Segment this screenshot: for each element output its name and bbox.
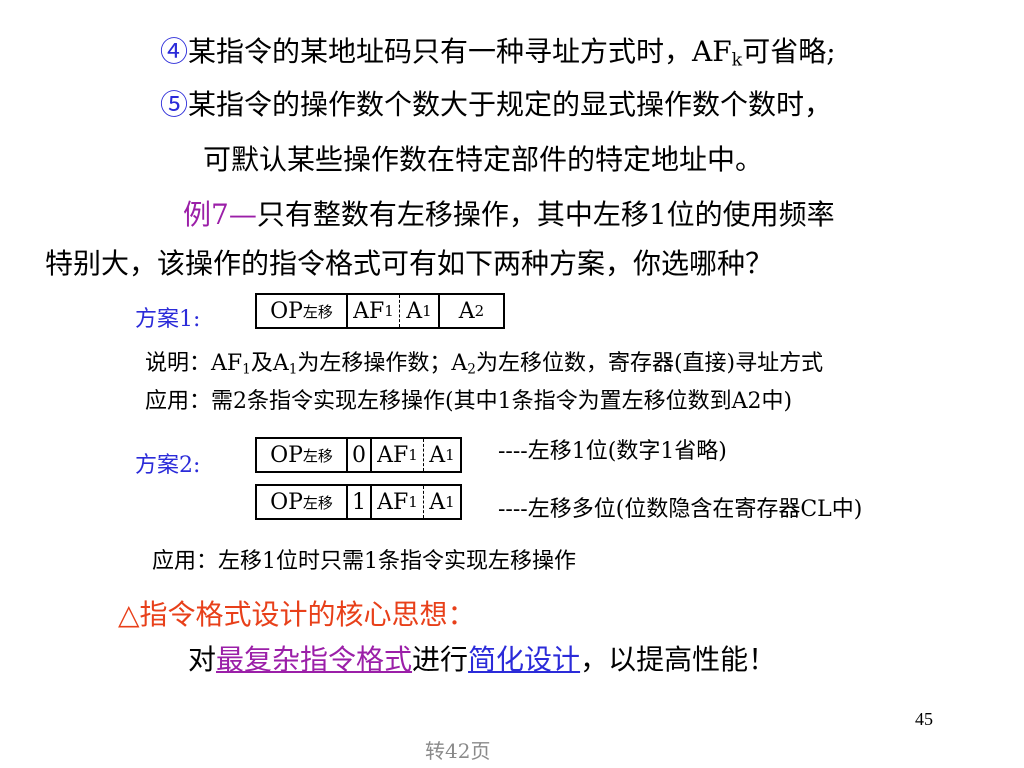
example-label: 例7— <box>183 198 257 231</box>
plan2-row2-bit-cell: 1 <box>348 486 372 518</box>
goto-page-link[interactable]: 转42页 <box>425 739 491 763</box>
item-4-marker: ④ <box>160 35 189 68</box>
plan2-row1-bit-cell: 0 <box>348 439 372 471</box>
item-5-marker: ⑤ <box>160 88 189 121</box>
plan1-note: 说明：AF1及A1为左移操作数；A2为左移位数，寄存器(直接)寻址方式 <box>145 351 824 378</box>
item-5-line: ⑤某指令的操作数个数大于规定的显式操作数个数时， <box>160 83 832 123</box>
example-line-1: 例7—只有整数有左移操作，其中左移1位的使用频率 <box>183 193 835 233</box>
core-idea-title: △指令格式设计的核心思想： <box>118 598 476 631</box>
plan1-application: 应用：需2条指令实现左移操作(其中1条指令为置左移位数到A2中) <box>145 389 793 414</box>
core-pre: 对 <box>188 643 217 676</box>
item-4-line: ④某指令的某地址码只有一种寻址方式时，AFk可省略; <box>160 30 836 70</box>
example-line-2: 特别大，该操作的指令格式可有如下两种方案，你选哪种？ <box>45 247 774 280</box>
plan2-label: 方案2: <box>135 453 201 478</box>
plan1-label: 方案1: <box>135 307 201 332</box>
item-4-text: 某指令的某地址码只有一种寻址方式时，AF <box>188 35 732 68</box>
plan2-row2-description: ----左移多位(位数隐含在寄存器CL中) <box>498 497 863 522</box>
item-4-sub: k <box>731 50 743 71</box>
link-simplify-design[interactable]: 简化设计 <box>468 643 581 676</box>
plan2-row1-description: ----左移1位(数字1省略) <box>498 439 727 464</box>
plan2-application: 应用：左移1位时只需1条指令实现左移操作 <box>152 549 576 574</box>
core-post: ，以提高性能！ <box>580 643 777 676</box>
item-4-tail: 可省略; <box>742 35 836 68</box>
item-5-text: 某指令的操作数个数大于规定的显式操作数个数时， <box>188 88 833 121</box>
link-complex-format[interactable]: 最复杂指令格式 <box>216 643 413 676</box>
core-mid: 进行 <box>412 643 469 676</box>
core-idea-line: 对最复杂指令格式进行简化设计，以提高性能！ <box>188 638 776 678</box>
page-number: 45 <box>915 709 933 729</box>
example-text-1: 只有整数有左移操作，其中左移1位的使用频率 <box>256 198 835 231</box>
item-5-continuation: 可默认某些操作数在特定部件的特定地址中。 <box>203 143 764 176</box>
